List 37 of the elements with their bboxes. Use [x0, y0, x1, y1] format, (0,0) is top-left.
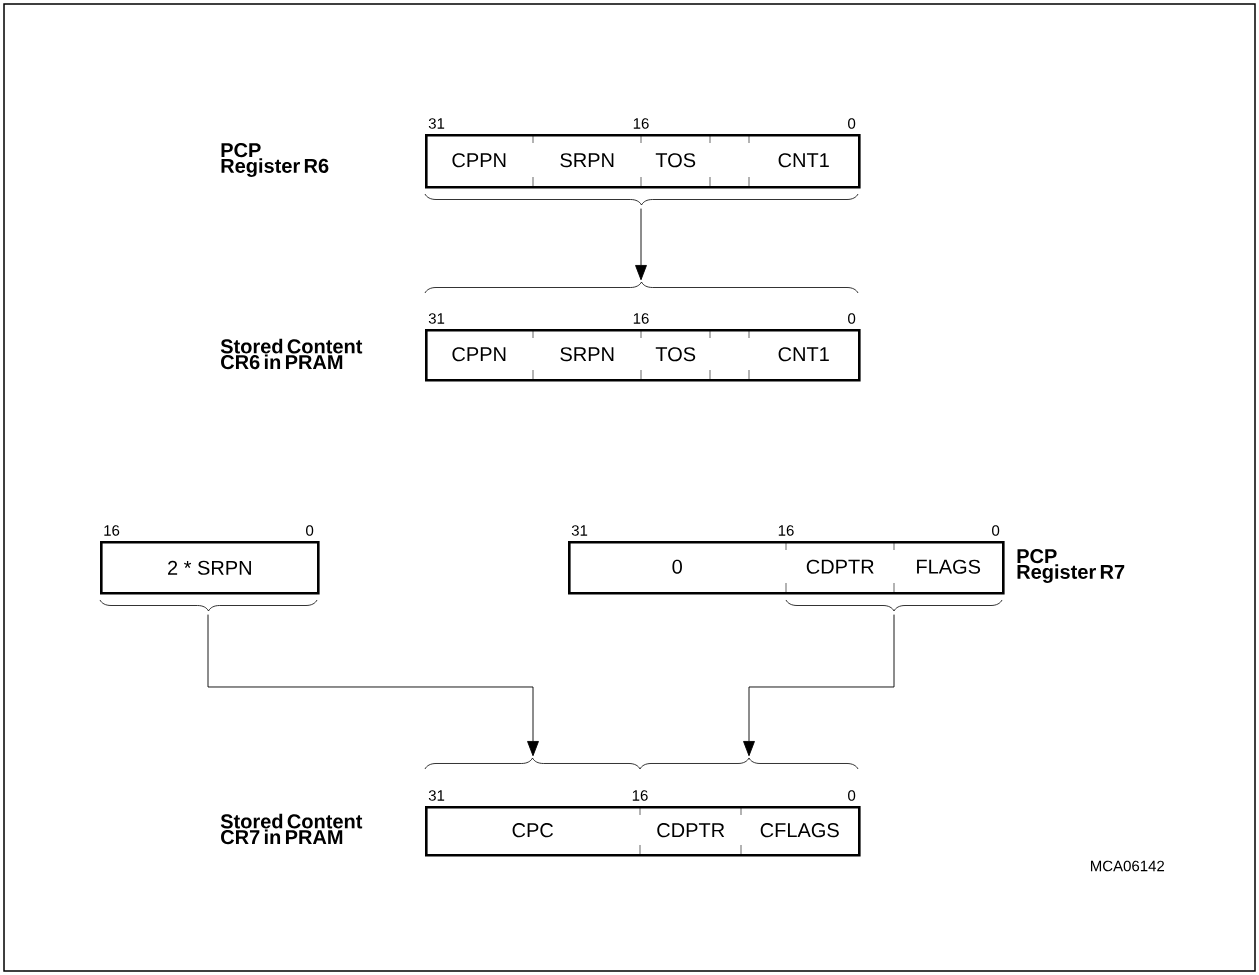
bit-number: 0 — [848, 313, 856, 324]
arrow — [207, 614, 539, 757]
bit-number: 16 — [632, 790, 648, 801]
register-field: TOS — [655, 347, 696, 362]
register-field: 0 — [672, 559, 682, 574]
register-field: CDPTR — [657, 823, 725, 838]
bit-number: 16 — [633, 313, 649, 324]
arrow — [743, 614, 895, 757]
register-field: SRPN — [560, 347, 614, 362]
register-field: CNT1 — [778, 347, 829, 362]
register-field: CFLAGS — [760, 823, 839, 838]
bit-number: 31 — [428, 118, 445, 129]
bit-number: 16 — [104, 525, 120, 536]
bit-number: 31 — [571, 525, 588, 536]
register-field: TOS — [655, 153, 696, 168]
register-label: Stored Content CR6 in PRAM — [220, 338, 363, 370]
register-field: CDPTR — [806, 559, 874, 574]
register-box: 2 * SRPN — [100, 541, 320, 595]
arrow — [635, 208, 647, 281]
register-field: CPPN — [452, 347, 506, 362]
register-label: Stored Content CR7 in PRAM — [220, 813, 363, 845]
register-label: PCP Register R7 — [1017, 549, 1125, 583]
register-field: CNT1 — [778, 153, 829, 168]
register-field: SRPN — [560, 153, 614, 168]
bit-number: 0 — [848, 790, 856, 801]
bit-number: 31 — [428, 790, 445, 801]
bit-number: 0 — [306, 525, 314, 536]
bit-number: 0 — [848, 118, 856, 129]
figure-id: MCA06142 — [1091, 860, 1165, 872]
register-field: CPPN — [452, 153, 506, 168]
register-field: FLAGS — [917, 559, 981, 574]
register-field: CPC — [512, 823, 554, 838]
bit-number: 0 — [992, 525, 1000, 536]
register-label: PCP Register R6 — [221, 143, 329, 177]
bit-number: 16 — [778, 525, 794, 536]
bit-number: 31 — [428, 313, 445, 324]
bit-number: 16 — [633, 118, 649, 129]
